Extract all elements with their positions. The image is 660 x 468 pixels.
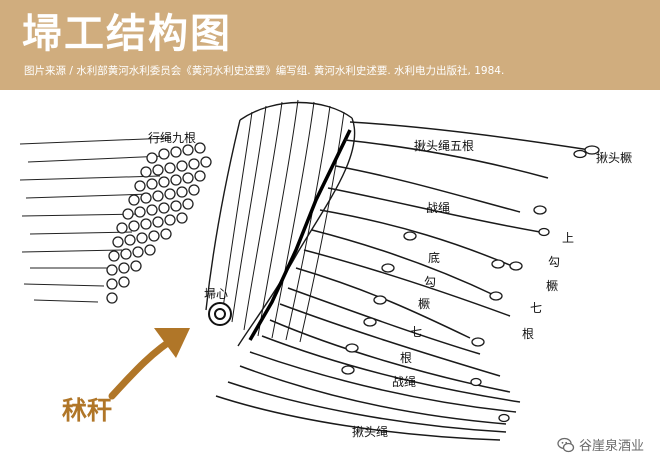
rope-labels: 行绳九根 揪头绳五根 揪头橛 战绳 上 勾 橛 七 根 底 勾 橛 七 根 战绳… bbox=[148, 131, 632, 439]
label-jue-right: 橛 bbox=[546, 279, 558, 293]
label-gou-right: 勾 bbox=[548, 255, 560, 269]
label-zhansheng-top: 战绳 bbox=[426, 201, 450, 215]
stakes bbox=[341, 145, 600, 423]
label-qiaotou-bottom: 揪头绳 bbox=[352, 424, 388, 439]
label-xingsheng: 行绳九根 bbox=[148, 131, 196, 145]
pointer-arrow bbox=[108, 328, 190, 400]
label-qi-right: 七 bbox=[530, 301, 542, 315]
label-di: 底 bbox=[428, 250, 440, 265]
wechat-icon bbox=[557, 437, 575, 452]
label-jue: 橛 bbox=[418, 297, 430, 311]
label-qiaotou-top: 揪头绳五根 bbox=[414, 138, 474, 153]
page-title: 埽工结构图 bbox=[22, 11, 232, 57]
laborers-crowd bbox=[106, 142, 212, 304]
saoxin-core bbox=[208, 302, 232, 326]
label-qiaotou-right: 揪头橛 bbox=[596, 150, 632, 165]
source-caption: 图片来源 / 水利部黄河水利委员会《黄河水利史述要》编写组. 黄河水利史述要. … bbox=[24, 65, 505, 77]
label-zhansheng-bottom: 战绳 bbox=[392, 375, 416, 389]
ground-hatching bbox=[19, 137, 171, 303]
label-gou: 勾 bbox=[424, 275, 436, 289]
watermark: 谷崖泉酒业 bbox=[557, 435, 644, 454]
sao-body bbox=[205, 99, 356, 347]
label-shang: 上 bbox=[562, 231, 574, 245]
sao-structure-diagram: 行绳九根 揪头绳五根 揪头橛 战绳 上 勾 橛 七 根 底 勾 橛 七 根 战绳… bbox=[19, 99, 632, 441]
header-band: 埽工结构图 图片来源 / 水利部黄河水利委员会《黄河水利史述要》编写组. 黄河水… bbox=[0, 0, 660, 90]
watermark-text: 谷崖泉酒业 bbox=[578, 439, 644, 454]
ropes bbox=[215, 121, 591, 441]
label-qi: 七 bbox=[410, 325, 422, 339]
pointer-label: 秫秆 bbox=[62, 396, 113, 425]
label-saoxin: 埽心 bbox=[204, 287, 228, 301]
label-gen-right: 根 bbox=[522, 327, 534, 341]
label-gen: 根 bbox=[400, 351, 412, 365]
